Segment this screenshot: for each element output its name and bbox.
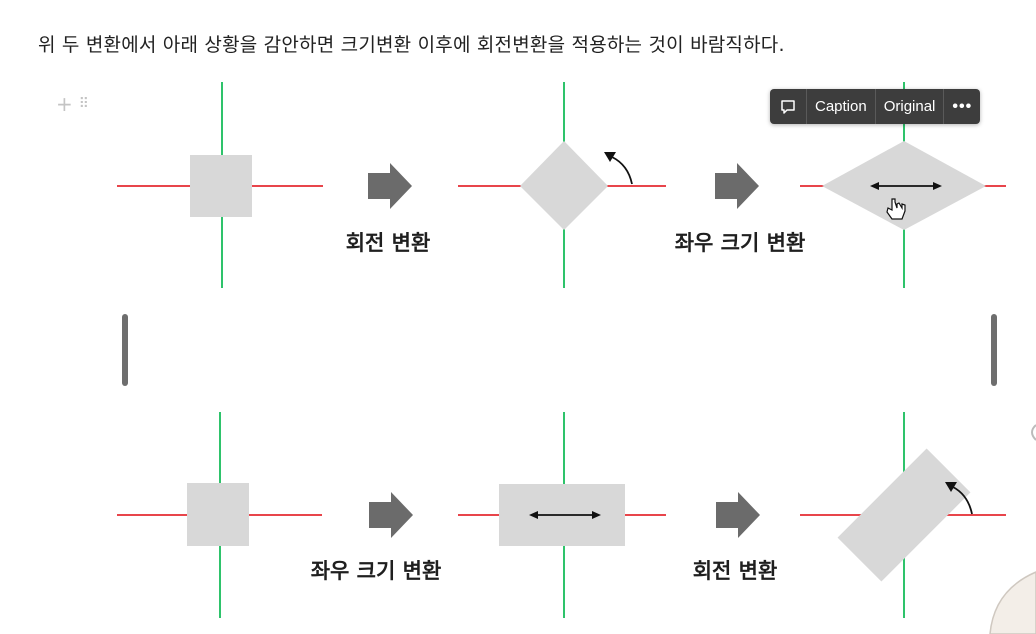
comment-icon [781,99,795,114]
row2-label-scale: 좌우 크기 변환 [311,559,442,583]
rotated-rectangle-shape [837,448,971,582]
rotation-arrow-icon [945,482,973,515]
horizontal-double-arrow-icon [529,511,601,519]
block-handle[interactable]: + ⠿ [56,92,89,116]
horizontal-double-arrow-icon [870,182,942,190]
row2-label-rotate: 회전 변환 [693,559,778,583]
hand-cursor-icon [886,198,906,220]
webcam-overlay [989,571,1036,634]
add-block-icon[interactable]: + [56,92,73,116]
image-toolbar: Caption Original ••• [770,89,981,124]
step-arrow-icon [715,163,759,209]
caption-button[interactable]: Caption [806,89,875,124]
rotation-arrow-icon [604,152,633,185]
drag-grip-icon[interactable]: ⠿ [78,96,89,112]
resize-handle-right[interactable] [991,314,997,386]
rotated-square-shape [520,141,608,230]
intro-paragraph: 위 두 변환에서 아래 상황을 감안하면 크기변환 이후에 회전변환을 적용하는… [38,34,785,56]
step-arrow-icon [368,163,412,209]
comment-button[interactable] [770,89,806,124]
row1-label-scale: 좌우 크기 변환 [675,231,806,255]
step-arrow-icon [716,492,760,538]
square-shape [187,483,249,546]
square-shape [190,155,252,217]
more-options-button[interactable]: ••• [943,89,980,124]
resize-handle-left[interactable] [122,314,128,386]
original-button[interactable]: Original [874,89,944,124]
row1-label-rotate: 회전 변환 [346,231,431,255]
edge-curve [1031,424,1036,441]
step-arrow-icon [369,492,413,538]
